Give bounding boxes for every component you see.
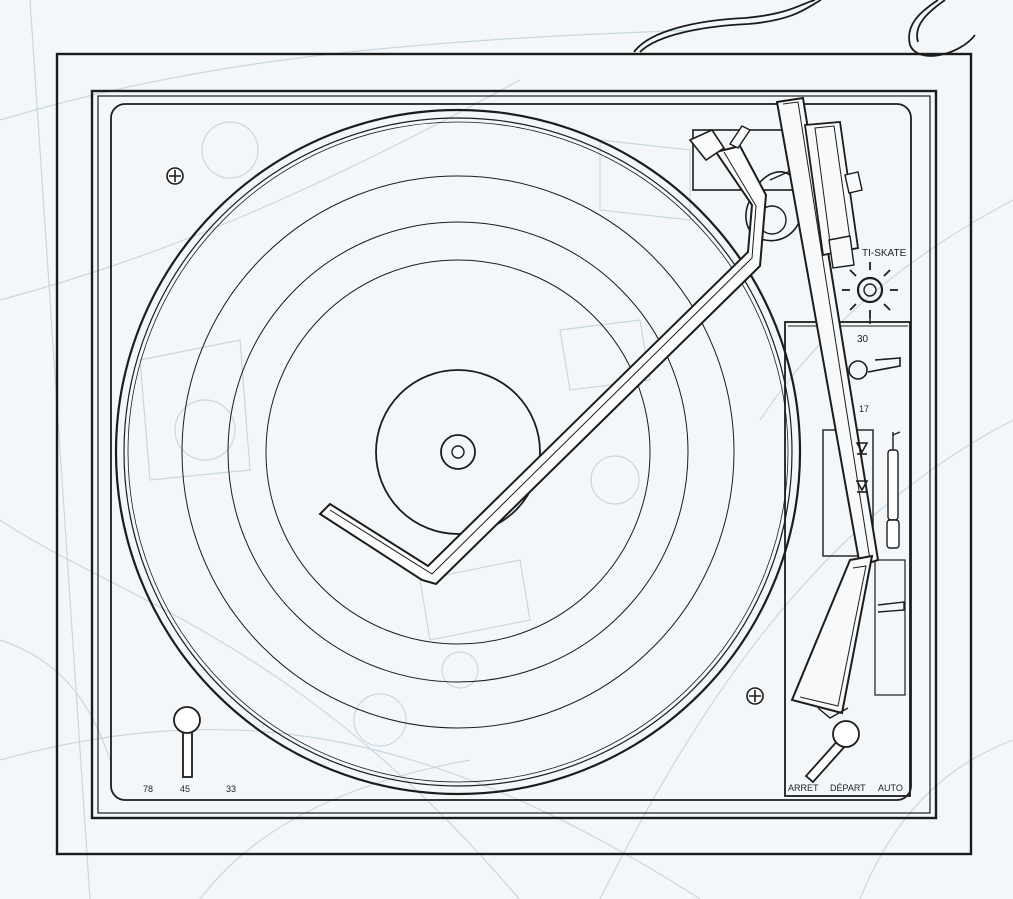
speed-selector-lever[interactable] xyxy=(173,706,201,778)
control-panel xyxy=(784,321,911,797)
mounting-screw-icon xyxy=(746,687,764,705)
mode-label-auto: AUTO xyxy=(878,783,903,793)
mode-selector-lever[interactable] xyxy=(804,720,860,784)
labels: TI-SKATE 30 17 78 45 33 ARRET DÉPART AUT… xyxy=(143,248,907,794)
plinth xyxy=(55,52,973,856)
speed-label-78: 78 xyxy=(143,784,153,794)
tonearm-diagonal xyxy=(318,125,768,586)
cueing-lever[interactable] xyxy=(886,431,901,549)
antiskate-value-30: 30 xyxy=(857,334,869,345)
platter xyxy=(114,108,802,796)
speed-label-33: 33 xyxy=(226,784,236,794)
mounting-screw-icon xyxy=(166,167,184,185)
power-cord xyxy=(633,0,976,57)
cue-indicator-icon xyxy=(855,442,869,493)
antiskate-label: TI-SKATE xyxy=(862,248,907,259)
speed-label-45: 45 xyxy=(180,784,190,794)
mode-label-arret: ARRET xyxy=(788,783,819,793)
antiskate-dial[interactable] xyxy=(842,262,898,324)
antiskate-value-17: 17 xyxy=(859,404,869,414)
tonearm[interactable] xyxy=(775,96,880,719)
mode-label-depart: DÉPART xyxy=(830,783,866,793)
